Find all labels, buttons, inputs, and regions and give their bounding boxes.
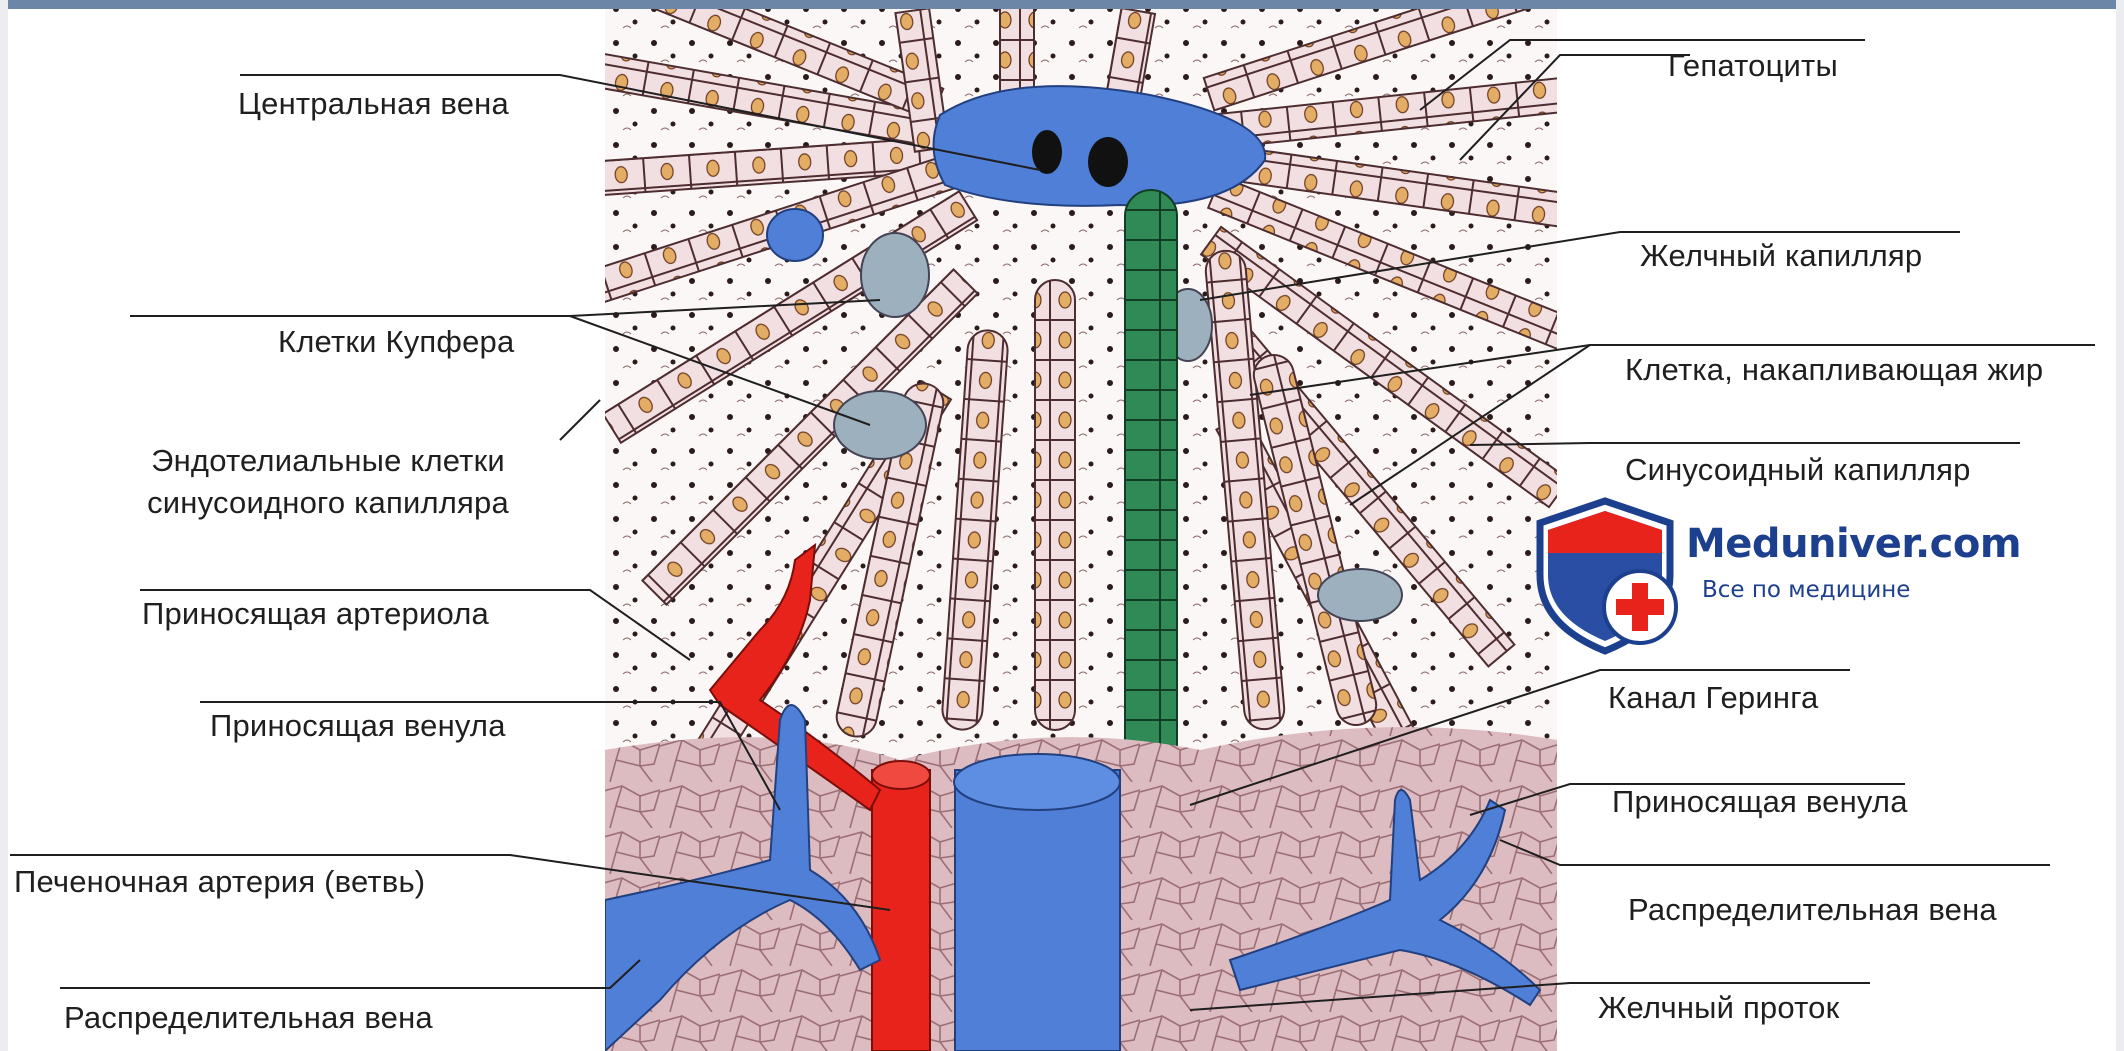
label-bile-capillary: Желчный капилляр — [1640, 238, 1922, 274]
shield-cross-icon — [1530, 495, 1680, 655]
label-endothelial-cells: Эндотелиальные клетки синусоидного капил… — [118, 440, 538, 524]
label-sinusoid-capillary: Синусоидный капилляр — [1625, 452, 1971, 488]
label-bile-duct: Желчный проток — [1598, 990, 1839, 1026]
label-afferent-venule-left: Приносящая венула — [210, 708, 506, 744]
portal-vein-trunk — [954, 754, 1120, 1051]
label-hering-canal: Канал Геринга — [1608, 680, 1818, 716]
label-afferent-arteriole: Приносящая артериола — [142, 596, 489, 632]
brand-name: Meduniver.com — [1686, 521, 2021, 567]
illustration-panel — [560, 0, 1592, 1051]
label-hepatocytes: Гепатоциты — [1668, 48, 1838, 84]
label-fat-storing-cell: Клетка, накапливающая жир — [1625, 352, 2043, 388]
label-kupffer-cells: Клетки Купфера — [278, 324, 514, 360]
meduniver-logo: Meduniver.com Все по медицине — [1530, 495, 2000, 655]
brand-tagline: Все по медицине — [1702, 577, 1910, 603]
label-afferent-venule-right: Приносящая венула — [1612, 784, 1908, 820]
label-distributing-vein-left: Распределительная вена — [64, 1000, 433, 1036]
label-hepatic-artery: Печеночная артерия (ветвь) — [14, 864, 425, 900]
label-central-vein: Центральная вена — [238, 86, 509, 122]
label-distributing-vein-right: Распределительная вена — [1628, 892, 1997, 928]
